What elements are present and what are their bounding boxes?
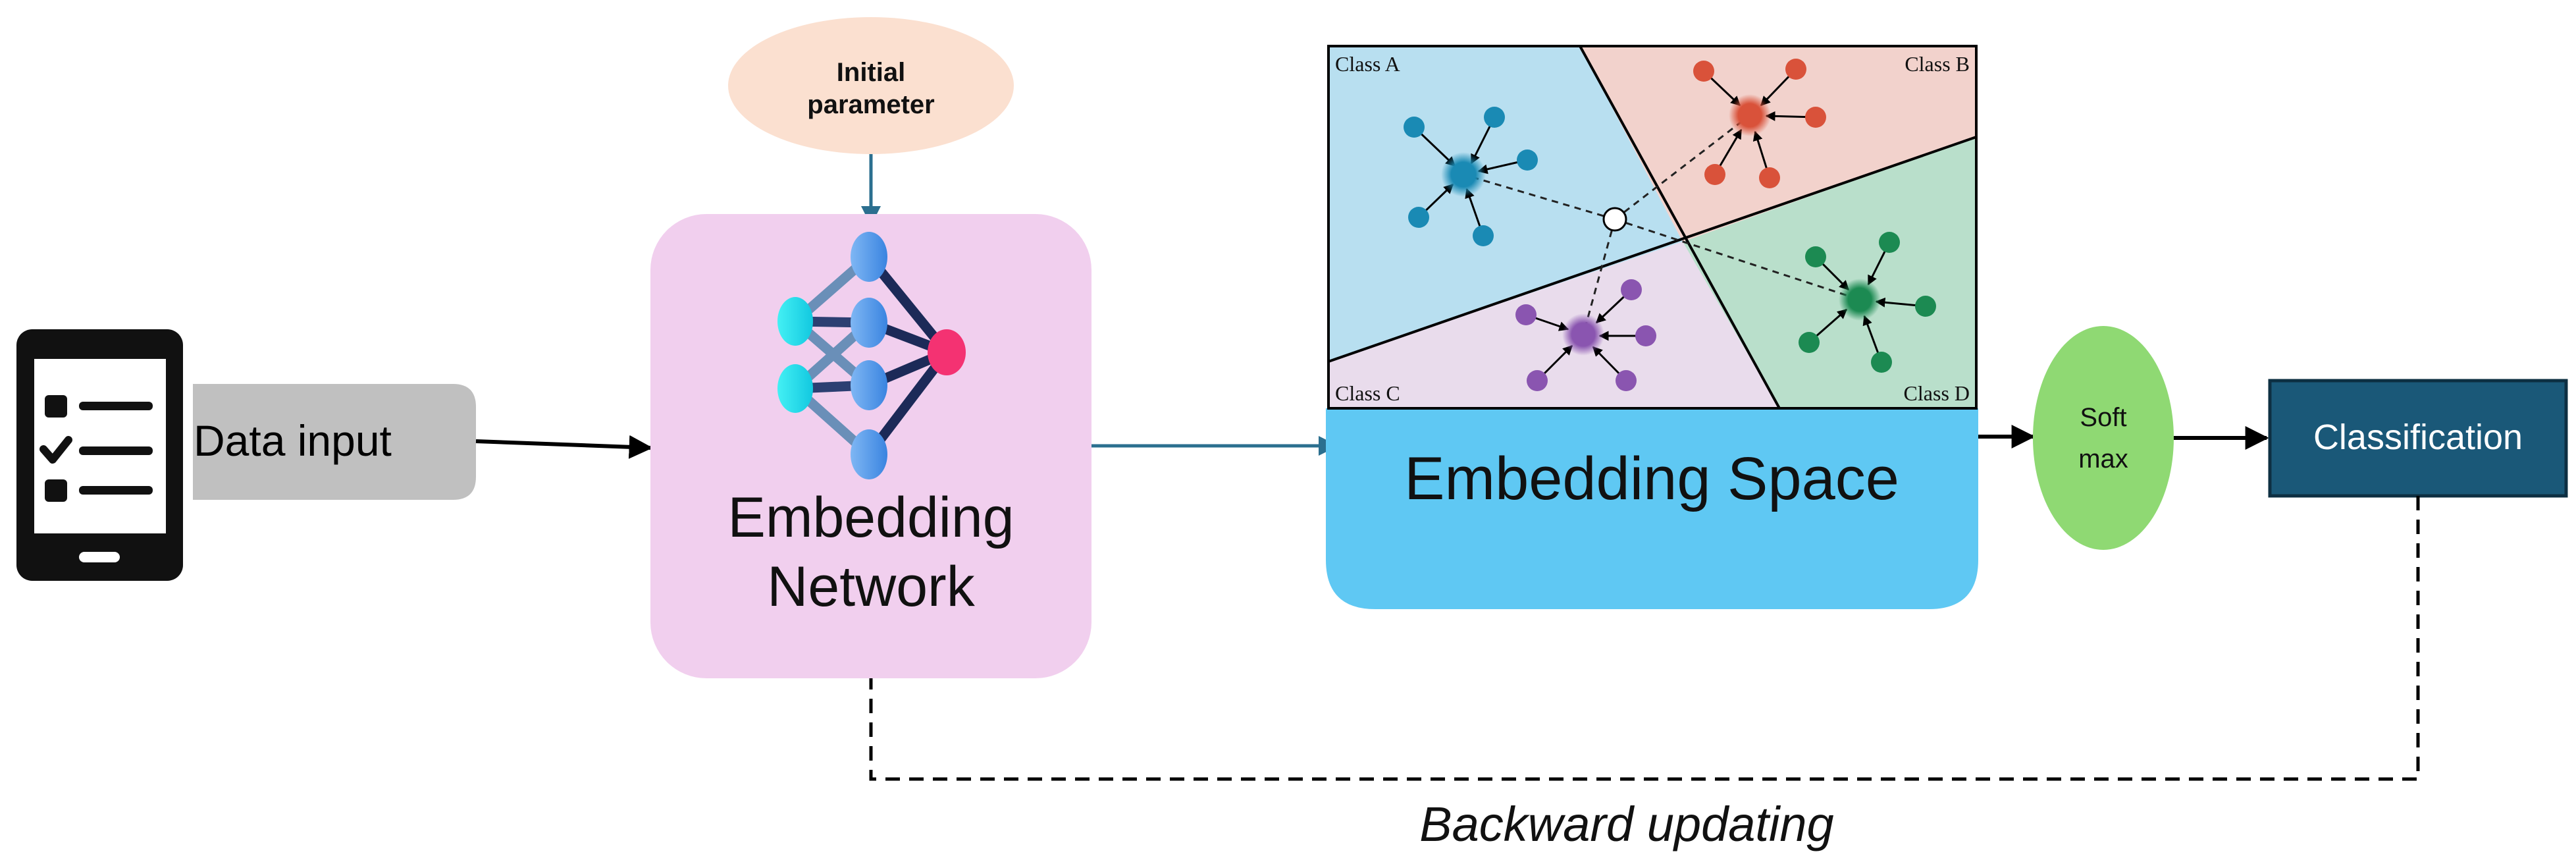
tablet-checklist-icon — [16, 329, 183, 581]
class-d-label: Class D — [1904, 381, 1970, 405]
class-b-cluster — [1693, 59, 1826, 188]
class-c-cluster — [1515, 279, 1656, 391]
neural-network-icon — [777, 232, 966, 479]
data-input-label: Data input — [194, 416, 392, 465]
class-d-cluster — [1799, 232, 1936, 373]
softmax-line1: Soft — [2080, 403, 2126, 432]
softmax-line2: max — [2078, 445, 2128, 473]
backward-updating-path — [869, 496, 2420, 781]
arrow-data-to-network — [475, 435, 653, 459]
backward-updating-label: Backward updating — [1419, 797, 1833, 851]
class-a-label: Class A — [1335, 52, 1400, 76]
class-c-label: Class C — [1335, 381, 1400, 405]
class-b-region — [1580, 46, 1976, 242]
embedding-space-box: Embedding Space — [1326, 408, 1978, 609]
data-input-box: Data input — [193, 384, 476, 500]
class-d-region — [1683, 137, 1976, 408]
query-point — [1602, 207, 1627, 232]
initial-parameter-ellipse: Initial parameter — [728, 17, 1014, 154]
softmax-ellipse: Soft max — [2033, 326, 2174, 550]
initial-parameter-line1: Initial — [837, 58, 905, 87]
classification-label: Classification — [2313, 418, 2523, 457]
embedding-network-line1: Embedding — [727, 486, 1014, 549]
embedding-network-line2: Network — [767, 555, 975, 618]
initial-parameter-line2: parameter — [807, 90, 934, 119]
classification-box: Classification — [2268, 379, 2568, 498]
embedding-space-label: Embedding Space — [1404, 445, 1899, 512]
class-b-label: Class B — [1905, 52, 1970, 76]
class-scatter-plot: Class A Class B Class C Class D — [1327, 45, 1978, 410]
class-a-cluster — [1404, 107, 1538, 246]
